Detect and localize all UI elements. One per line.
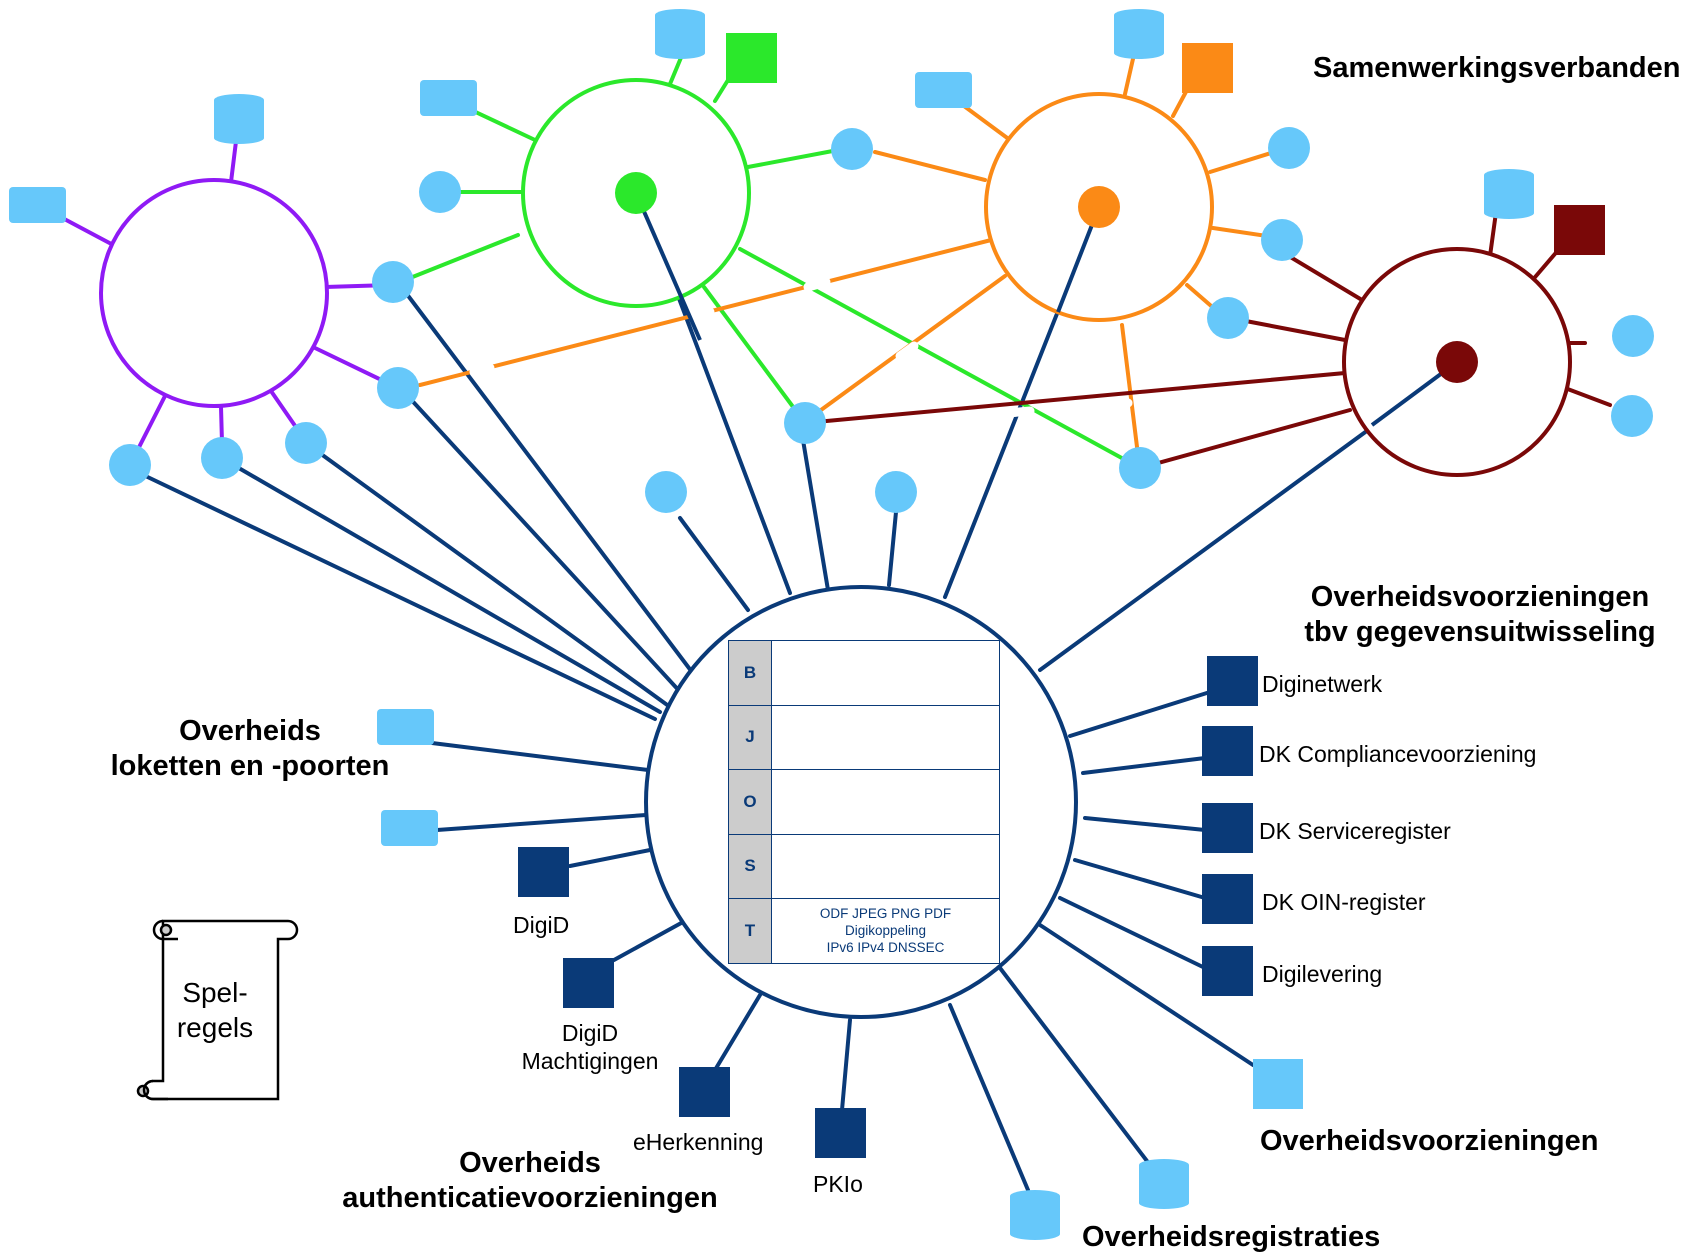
heading-overheidsvoorzieningen: Overheidsvoorzieningen bbox=[1260, 1125, 1599, 1157]
exchange-square-compliance bbox=[1202, 726, 1253, 776]
participant-node bbox=[201, 437, 243, 479]
label-pkio: PKIo bbox=[813, 1171, 863, 1197]
participant-node bbox=[1119, 447, 1161, 489]
purple-domain-ring bbox=[99, 178, 329, 408]
layer-t: T ODF JPEG PNG PDF Digikoppeling IPv6 IP… bbox=[729, 899, 999, 963]
orange-domain-square bbox=[1182, 43, 1233, 93]
participant-node bbox=[109, 444, 151, 486]
heading-line: Overheids bbox=[179, 715, 321, 747]
heading-line: loketten en -poorten bbox=[110, 750, 390, 782]
interoperability-layer-stack: B J O S T ODF JPEG PNG PDF Digikoppeling… bbox=[728, 640, 1000, 964]
heading-voorzieningen-gegevensuitwisseling: Overheidsvoorzieningen tbv gegevensuitwi… bbox=[1290, 580, 1670, 650]
exchange-square-digilevering bbox=[1202, 946, 1253, 996]
participant-node bbox=[645, 471, 687, 513]
label-eherkenning: eHerkenning bbox=[633, 1129, 764, 1155]
layer-j: J bbox=[729, 705, 999, 770]
scroll-line: Spel- bbox=[182, 977, 248, 1008]
registration-node bbox=[1484, 169, 1534, 219]
exchange-square-diginetwerk bbox=[1207, 656, 1258, 706]
standard-line: Digikoppeling bbox=[844, 923, 927, 939]
heading-loketten: Overheids loketten en -poorten bbox=[100, 714, 400, 784]
participant-node bbox=[1268, 127, 1310, 169]
exchange-square-oin bbox=[1202, 874, 1253, 924]
portal-node bbox=[381, 810, 438, 846]
heading-line: tbv gegevensuitwisseling bbox=[1304, 616, 1656, 648]
scroll-line: regels bbox=[176, 1012, 254, 1043]
registration-node bbox=[1114, 9, 1164, 59]
label-line: DigiD bbox=[561, 1020, 619, 1046]
participant-node bbox=[875, 471, 917, 513]
label-diginetwerk: Diginetwerk bbox=[1262, 671, 1383, 697]
layer-body bbox=[772, 770, 999, 834]
maroon-hub-dot bbox=[1436, 341, 1478, 383]
heading-line: authenticatievoorzieningen bbox=[342, 1182, 718, 1214]
layer-o: O bbox=[729, 770, 999, 835]
layer-key: O bbox=[729, 770, 772, 834]
spelregels-text: Spel- regels bbox=[160, 975, 270, 1045]
layer-b: B bbox=[729, 641, 999, 706]
registration-node-group bbox=[214, 9, 1534, 1240]
exchange-square-serviceregister bbox=[1202, 803, 1253, 853]
portal-node bbox=[420, 80, 477, 116]
label-dk-compliancevoorziening: DK Compliancevoorziening bbox=[1259, 741, 1537, 767]
registration-node bbox=[1139, 1159, 1189, 1209]
participant-node bbox=[1261, 219, 1303, 261]
label-digid-machtigingen: DigiD Machtigingen bbox=[500, 1019, 680, 1075]
label-dk-serviceregister: DK Serviceregister bbox=[1259, 818, 1451, 844]
participant-node bbox=[1207, 297, 1249, 339]
auth-square-machtigingen bbox=[563, 958, 614, 1008]
registration-node bbox=[1010, 1190, 1060, 1240]
layer-body bbox=[772, 641, 999, 705]
scroll-icon bbox=[136, 919, 299, 1101]
layer-body: ODF JPEG PNG PDF Digikoppeling IPv6 IPv4… bbox=[772, 899, 999, 963]
participant-node bbox=[372, 261, 414, 303]
layer-key: J bbox=[729, 705, 772, 769]
layer-body bbox=[772, 706, 999, 770]
portal-node bbox=[915, 72, 972, 108]
auth-square-digid bbox=[518, 847, 569, 897]
auth-square-eherkenning bbox=[679, 1067, 730, 1117]
label-digid: DigiD bbox=[513, 912, 570, 938]
green-domain-square bbox=[726, 33, 777, 83]
participant-node-group bbox=[109, 127, 1654, 513]
participant-node bbox=[1612, 315, 1654, 357]
participant-node bbox=[831, 128, 873, 170]
participant-node bbox=[784, 402, 826, 444]
heading-authenticatie: Overheids authenticatievoorzieningen bbox=[320, 1146, 740, 1216]
heading-line: Overheidsvoorzieningen bbox=[1310, 581, 1650, 613]
standard-line: IPv6 IPv4 DNSSEC bbox=[826, 940, 945, 956]
participant-node bbox=[419, 171, 461, 213]
orange-hub-dot bbox=[1078, 186, 1120, 228]
maroon-domain-square bbox=[1554, 205, 1605, 255]
auth-square-pkio bbox=[815, 1108, 866, 1158]
participant-node bbox=[285, 422, 327, 464]
label-digilevering: Digilevering bbox=[1262, 961, 1383, 987]
label-dk-oin-register: DK OIN-register bbox=[1262, 889, 1426, 915]
registration-node bbox=[214, 94, 264, 144]
participant-node bbox=[1611, 395, 1653, 437]
label-line: Machtigingen bbox=[521, 1048, 659, 1074]
layer-key: T bbox=[729, 899, 772, 963]
heading-samenwerkingsverbanden: Samenwerkingsverbanden bbox=[1313, 52, 1681, 84]
portal-node bbox=[377, 709, 434, 745]
layer-body bbox=[772, 835, 999, 899]
layer-key: B bbox=[729, 641, 772, 705]
layer-key: S bbox=[729, 834, 772, 898]
heading-overheidsregistraties: Overheidsregistraties bbox=[1082, 1221, 1381, 1253]
registration-node bbox=[655, 9, 705, 59]
portal-node bbox=[9, 187, 66, 223]
standard-line: ODF JPEG PNG PDF bbox=[819, 906, 952, 922]
heading-line: Overheids bbox=[459, 1147, 601, 1179]
green-hub-dot bbox=[615, 172, 657, 214]
layer-s: S bbox=[729, 834, 999, 899]
voorziening-square bbox=[1253, 1059, 1303, 1109]
participant-node bbox=[377, 367, 419, 409]
